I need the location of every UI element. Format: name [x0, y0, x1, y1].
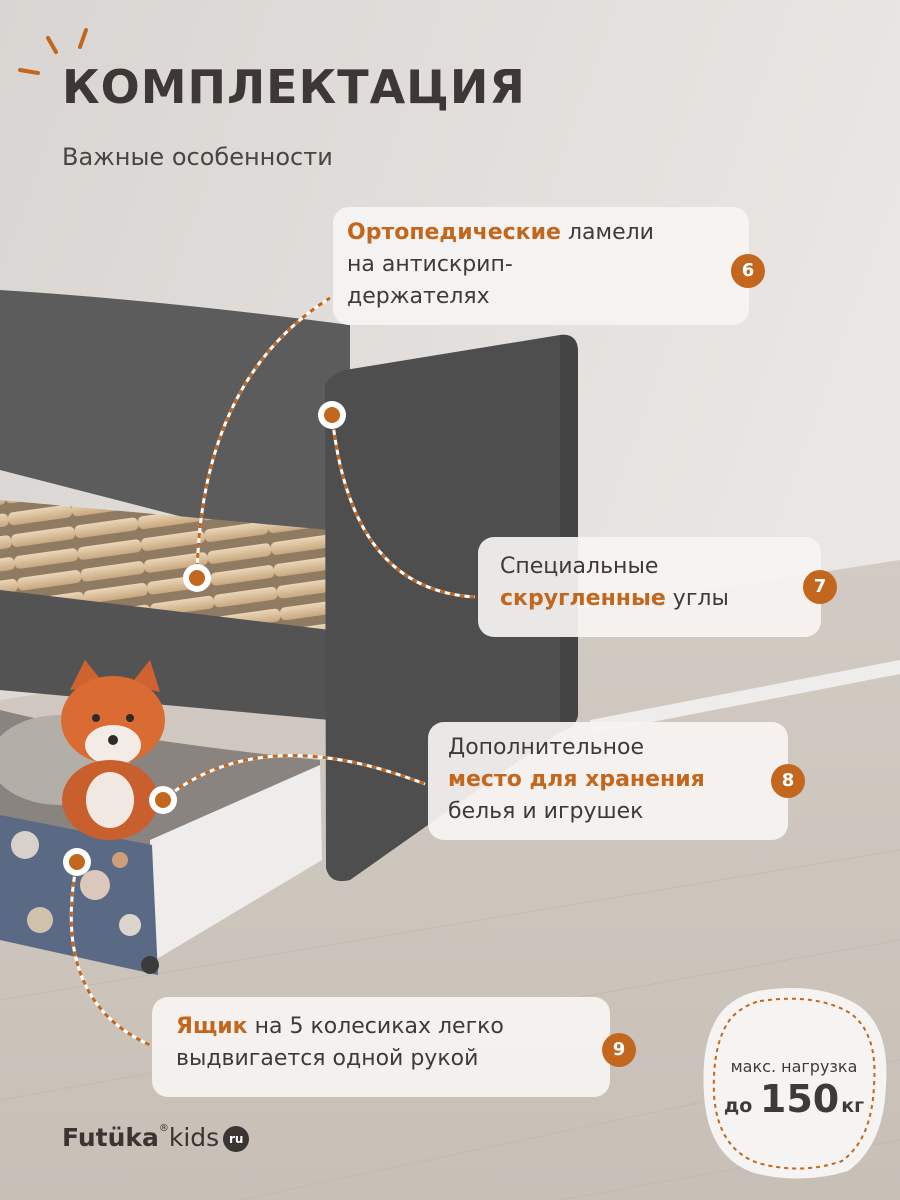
page-title: КОМПЛЕКТАЦИЯ — [62, 60, 526, 114]
page-subtitle: Важные особенности — [62, 143, 333, 171]
callout-text: выдвигается одной рукой — [176, 1045, 479, 1071]
callout-text: держателях — [347, 283, 490, 309]
callout-drawer: Ящик на 5 колесиках легко выдвигается од… — [152, 997, 610, 1097]
callout-text: ламели — [560, 220, 654, 245]
badge-unit: кг — [841, 1095, 865, 1117]
marker-dot-icon — [63, 401, 346, 876]
callout-slats: Ортопедические ламели на антискрип- держ… — [333, 207, 749, 325]
callout-rounded-corners: Специальные скругленные углы — [478, 537, 821, 637]
badge-label: макс. нагрузка — [730, 1057, 858, 1076]
baseboard — [590, 660, 900, 734]
callout-text: на 5 колесиках легко — [247, 1014, 504, 1039]
fox-toy — [61, 660, 165, 840]
logo-domain: ru — [223, 1126, 250, 1152]
drawer-wheel — [141, 956, 159, 974]
callout-number-badge: 9 — [602, 1033, 636, 1067]
callout-storage: Дополнительное место для хранения белья … — [428, 722, 788, 840]
sparkle-icon — [18, 28, 88, 75]
logo-registered: ® — [158, 1123, 169, 1134]
logo-suffix: kids — [168, 1123, 220, 1152]
callout-text: Специальные — [500, 554, 659, 579]
callout-accent: место для хранения — [448, 766, 705, 792]
callout-text: Дополнительное — [448, 735, 644, 760]
logo-brand: Futüka — [62, 1123, 159, 1152]
callout-text: углы — [665, 585, 729, 611]
callout-accent: скругленные — [500, 585, 666, 611]
badge-value: 150 — [759, 1077, 840, 1121]
callout-accent: Ящик — [176, 1014, 248, 1039]
callout-number-badge: 6 — [731, 254, 765, 288]
storage-drawer-side — [150, 765, 322, 960]
callout-number-badge: 7 — [803, 570, 837, 604]
callout-number-badge: 8 — [771, 764, 805, 798]
badge-blob-shape — [703, 988, 887, 1179]
callout-accent: Ортопедические — [347, 220, 561, 245]
drawer-print-pattern — [11, 831, 141, 936]
callout-text: на антискрип- — [347, 251, 513, 277]
badge-prefix: до — [723, 1095, 753, 1117]
callout-text: белья и игрушек — [448, 798, 644, 824]
